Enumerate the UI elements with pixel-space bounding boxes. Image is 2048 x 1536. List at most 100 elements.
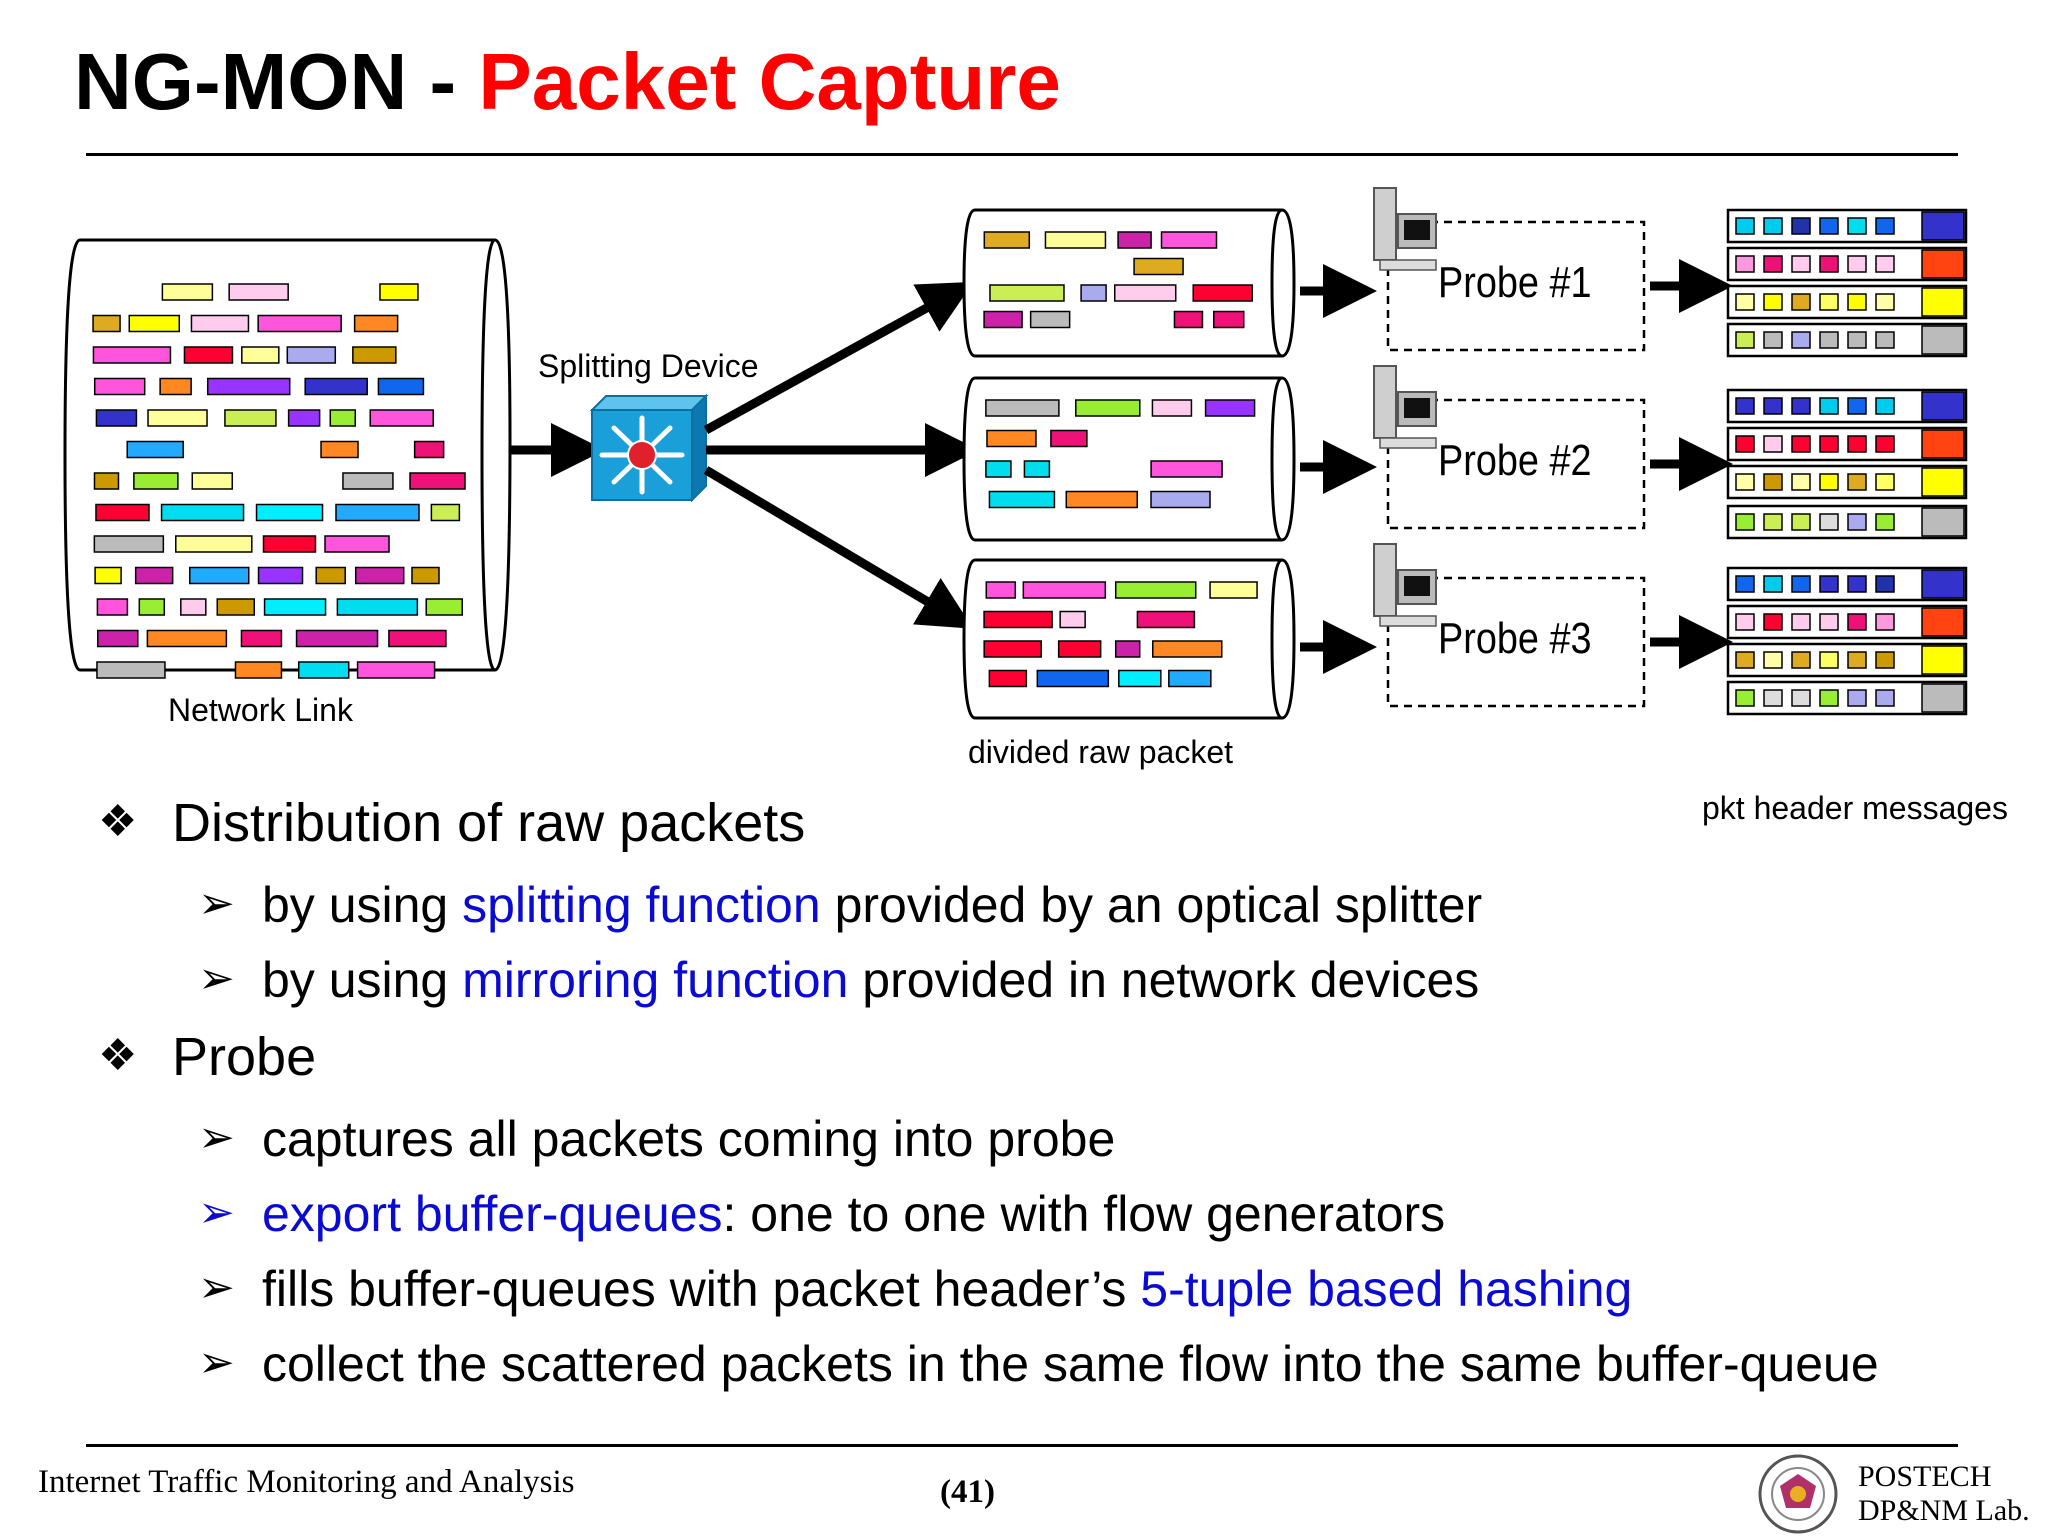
header-field — [1875, 217, 1895, 235]
network-link-label: Network Link — [168, 692, 353, 728]
packet-block — [369, 409, 434, 427]
highlight-text: export buffer-queues — [262, 1186, 723, 1242]
packet-block — [354, 566, 405, 585]
probe-box — [1386, 220, 1646, 352]
packet-block — [180, 598, 207, 616]
header-field — [1847, 473, 1867, 491]
header-field — [1847, 293, 1867, 311]
packet-block — [224, 409, 277, 427]
header-payload — [1921, 287, 1965, 317]
text: captures all packets coming into probe — [262, 1111, 1116, 1167]
header-field — [1819, 255, 1839, 273]
header-payload — [1921, 249, 1965, 279]
packet-block — [1075, 399, 1141, 417]
computer-icon — [1373, 365, 1437, 449]
packet-block — [96, 661, 166, 679]
title-divider — [86, 153, 1958, 156]
header-field — [1819, 435, 1839, 453]
header-field — [1875, 651, 1895, 669]
packet-block — [411, 566, 440, 585]
packet-block — [295, 629, 379, 648]
packet-block — [147, 409, 208, 427]
divided-packet-queues — [962, 208, 1377, 720]
packet-block — [320, 440, 359, 459]
sub-bullet-export: export buffer-queues: one to one with fl… — [262, 1185, 1445, 1243]
diamond-bullet-icon: ❖ — [98, 1031, 138, 1080]
header-stack-1 — [1726, 208, 1968, 358]
header-field — [1763, 689, 1783, 707]
header-field — [1735, 575, 1755, 593]
header-field — [1735, 397, 1755, 415]
packet-block — [97, 629, 139, 648]
header-payload — [1921, 683, 1965, 713]
header-field — [1763, 255, 1783, 273]
header-payload — [1921, 569, 1965, 599]
footer-course: Internet Traffic Monitoring and Analysis — [38, 1464, 575, 1500]
packet-block — [377, 377, 425, 396]
text: : one to one with flow generators — [722, 1186, 1446, 1242]
probe-2 — [1373, 365, 1733, 530]
header-field — [1791, 435, 1811, 453]
header-field — [1819, 575, 1839, 593]
header-field — [1819, 473, 1839, 491]
packet-block — [262, 535, 317, 553]
packet-block — [352, 346, 397, 364]
header-field — [1847, 255, 1867, 273]
packet-capture-diagram — [63, 187, 1968, 720]
header-field — [1819, 397, 1839, 415]
header-stack-3 — [1726, 566, 1968, 716]
header-field — [1875, 397, 1895, 415]
footer-page-number: (41) — [940, 1474, 995, 1510]
packet-block — [1050, 429, 1088, 448]
text: provided in network devices — [848, 952, 1480, 1008]
packet-block — [1065, 490, 1139, 509]
probe-3 — [1373, 543, 1733, 708]
packet-block — [324, 535, 390, 553]
packet-block — [216, 598, 256, 616]
probe-1-label: Probe #1 — [1438, 258, 1592, 307]
header-field — [1847, 575, 1867, 593]
header-field — [1819, 513, 1839, 531]
packet-block — [133, 472, 179, 490]
header-field — [1875, 613, 1895, 631]
packet-block — [1023, 460, 1051, 478]
packet-block — [1044, 231, 1107, 249]
header-payload — [1921, 467, 1965, 497]
queue-cylinder-1 — [962, 208, 1377, 358]
text: provided by an optical splitter — [820, 877, 1483, 933]
splitting-device-label: Splitting Device — [538, 348, 759, 384]
packet-block — [336, 598, 419, 616]
header-field — [1735, 689, 1755, 707]
splitting-device-icon — [589, 393, 709, 503]
network-link-packets — [92, 283, 466, 679]
packet-block — [93, 535, 165, 553]
packet-block — [287, 409, 321, 427]
probe-box — [1386, 576, 1646, 708]
divided-raw-packet-label: divided raw packet — [968, 734, 1234, 770]
packet-block — [425, 598, 463, 616]
text: by using — [262, 877, 463, 933]
packet-block — [413, 440, 445, 459]
queue-cylinder-2 — [962, 376, 1377, 542]
header-payload — [1921, 607, 1965, 637]
packet-block — [93, 472, 120, 490]
arrow-bullet-icon: ➢ — [198, 879, 235, 928]
packet-block — [257, 314, 342, 333]
footer-org-name: POSTECH — [1858, 1460, 1992, 1493]
highlight-text: 5-tuple based hashing — [1140, 1261, 1633, 1317]
header-field — [1791, 255, 1811, 273]
header-field — [1875, 513, 1895, 531]
sub-bullet-mirroring: by using mirroring function provided in … — [262, 951, 1479, 1009]
packet-block — [134, 566, 174, 585]
header-field — [1819, 331, 1839, 349]
header-field — [1791, 613, 1811, 631]
footer-lab-name: DP&NM Lab. — [1858, 1494, 2030, 1527]
packet-block — [1057, 640, 1102, 658]
arrow-bullet-icon: ➢ — [198, 1338, 235, 1387]
packet-block — [985, 460, 1012, 478]
packet-block — [329, 409, 357, 427]
highlight-text: mirroring function — [462, 952, 849, 1008]
packet-block — [1059, 610, 1086, 629]
packet-block — [1113, 284, 1177, 302]
packet-block — [983, 310, 1023, 329]
